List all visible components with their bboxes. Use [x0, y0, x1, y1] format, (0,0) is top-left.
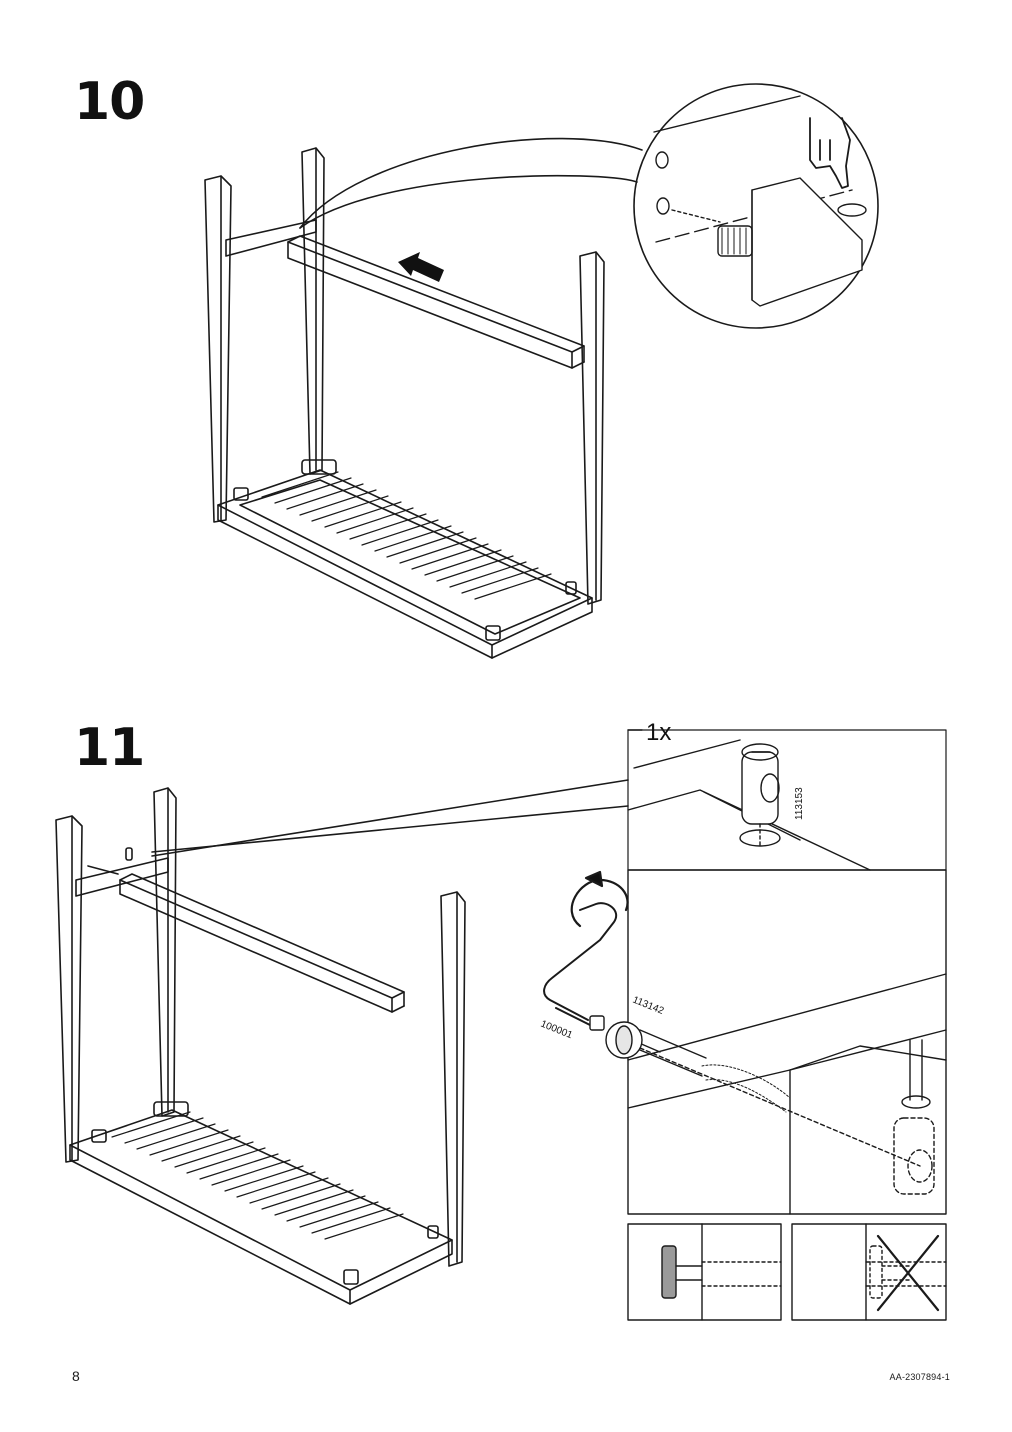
incorrect-position-box	[791, 1223, 947, 1321]
screw-id-label: 113142	[631, 995, 666, 1018]
hand-push-icon	[809, 117, 851, 189]
quantity-label: 1x	[646, 719, 671, 746]
step-10-bench-drawing	[204, 83, 879, 659]
wrong-cross-icon	[876, 1234, 940, 1312]
arrow-left-icon	[398, 252, 444, 282]
rotate-clockwise-icon	[570, 870, 629, 928]
cam-lock-detail-panel	[627, 729, 947, 871]
tightening-detail-panel	[543, 869, 947, 1215]
step-10-number: 10	[74, 72, 145, 132]
document-code: AA-2307894-1	[889, 1372, 950, 1382]
page-number: 8	[72, 1368, 80, 1384]
step-11-number: 11	[74, 718, 145, 778]
step-11-bench-drawing	[55, 779, 629, 1305]
tool-id-label: 100001	[539, 1019, 574, 1042]
correct-position-box	[627, 1223, 782, 1321]
step-10-detail	[653, 95, 867, 307]
cam-lock-id-label: 113153	[794, 787, 805, 820]
